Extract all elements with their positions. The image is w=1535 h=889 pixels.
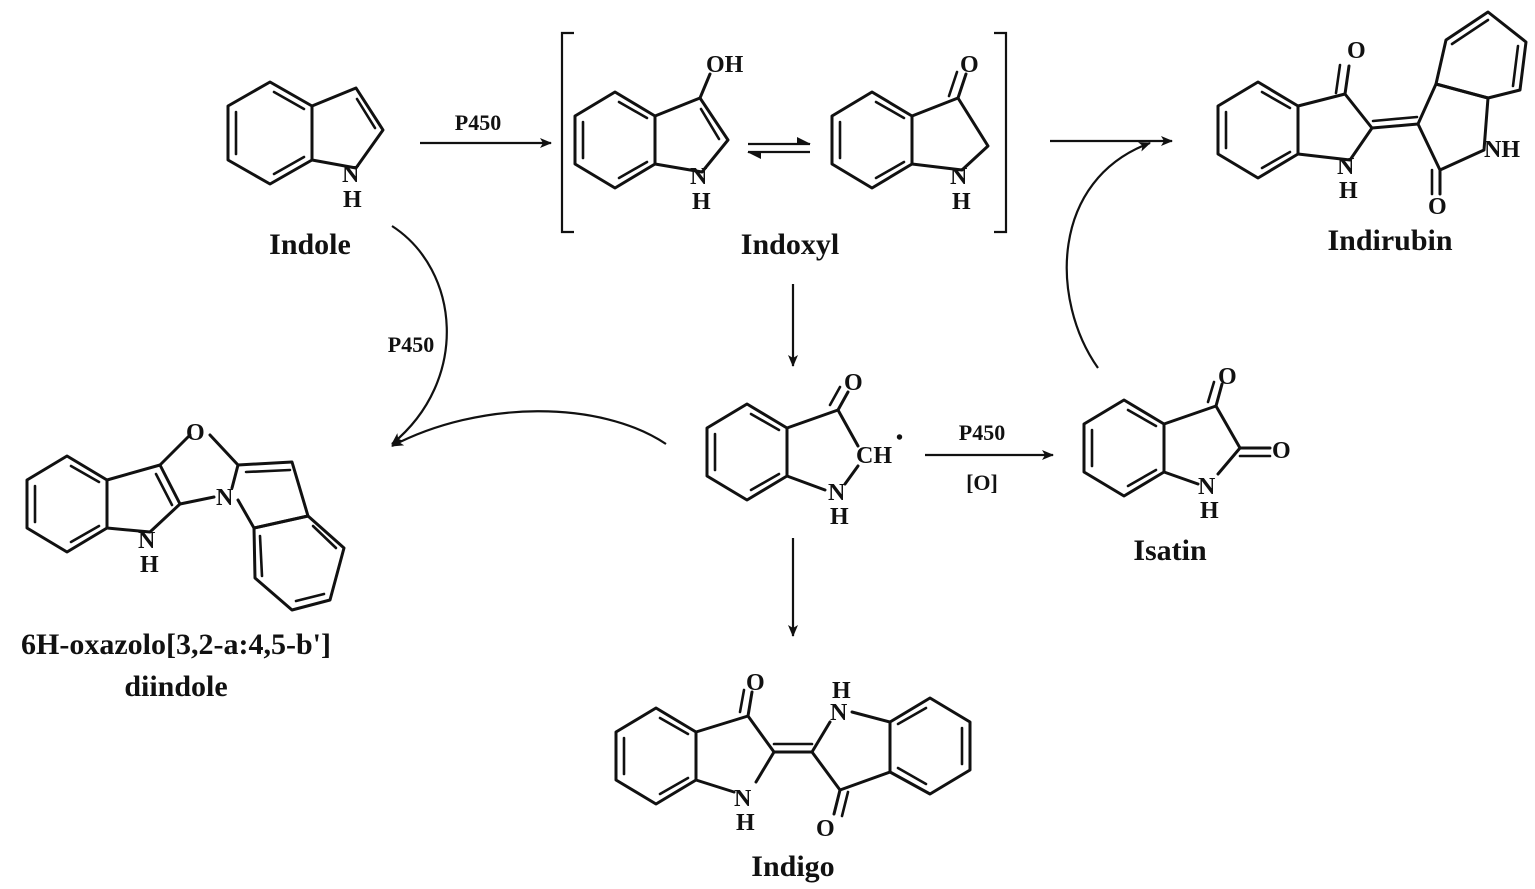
isatin-oxygen-top-label: O <box>1218 364 1237 390</box>
isatin-structure: O O N H <box>1082 364 1291 524</box>
indirubin-oxygen-bottom-label: O <box>1428 194 1447 220</box>
indole-to-oxazolo-condition: P450 <box>388 332 434 357</box>
radical-to-isatin-condition-top: P450 <box>959 420 1005 445</box>
indigo-structure: O N H O N H <box>614 670 972 842</box>
indoxyl-bracket-left <box>560 31 574 234</box>
oxazolo-name-line1: 6H-oxazolo[3,2-a:4,5-b'] <box>21 628 331 661</box>
indole-structure: N H <box>226 80 385 213</box>
indoxyl-hydroxyl-label: OH <box>706 52 744 78</box>
indigo-nitrogen-right-label: N <box>830 700 848 726</box>
oxazolo-diindole-structure: O N N H <box>25 420 346 612</box>
oxazolo-nh-hydrogen-label: H <box>140 552 159 578</box>
indigo-hydrogen-left-label: H <box>736 810 755 836</box>
radical-to-oxazolo-arrow <box>391 410 667 447</box>
indoxyl-keto-structure: O N H <box>830 52 990 215</box>
indirubin-oxygen-top-label: O <box>1347 38 1366 64</box>
isatin-hydrogen-label: H <box>1200 498 1219 524</box>
indoxyl-keto-oxygen-label: O <box>960 52 979 78</box>
indoxyl-enol-structure: OH N H <box>573 52 744 215</box>
radical-nitrogen-label: N <box>828 480 846 506</box>
tautomer-equilibrium-arrows <box>747 137 811 159</box>
indole-to-oxazolo-arrow <box>391 225 448 445</box>
isatin-nitrogen-label: N <box>1198 474 1216 500</box>
radical-hydrogen-label: H <box>830 504 849 530</box>
indirubin-hydrogen-label: H <box>1339 178 1358 204</box>
indoxyl-enol-hydrogen-label: H <box>692 189 711 215</box>
oxazolo-nh-nitrogen-label: N <box>138 528 156 554</box>
radical-oxygen-label: O <box>844 370 863 396</box>
indole-hydrogen-label: H <box>343 187 362 213</box>
radical-ch-label: CH <box>856 443 892 469</box>
indole-nitrogen-label: N <box>342 162 360 188</box>
indoxyl-keto-nitrogen-label: N <box>950 164 968 190</box>
indoxyl-radical-structure: O CH • N H <box>705 370 903 530</box>
indigo-hydrogen-right-label: H <box>832 678 851 704</box>
indirubin-structure: O N H O NH <box>1216 10 1528 220</box>
indoxyl-bracket-right <box>994 31 1008 234</box>
isatin-oxygen-right-label: O <box>1272 438 1291 464</box>
indole-name: Indole <box>269 228 351 261</box>
indirubin-name: Indirubin <box>1327 224 1452 257</box>
radical-to-isatin-condition-bottom: [O] <box>966 470 998 495</box>
isatin-name: Isatin <box>1133 534 1207 567</box>
indigo-name: Indigo <box>751 850 834 883</box>
indoxyl-keto-hydrogen-label: H <box>952 189 971 215</box>
indirubin-nitrogen-label: N <box>1337 154 1355 180</box>
indole-to-indoxyl-condition: P450 <box>455 110 501 135</box>
indigo-oxygen-right-label: O <box>816 816 835 842</box>
indoxyl-name: Indoxyl <box>741 228 839 261</box>
oxazolo-oxygen-label: O <box>186 420 205 446</box>
indoxyl-enol-nitrogen-label: N <box>690 164 708 190</box>
oxazolo-name-line2: diindole <box>124 670 227 703</box>
indigo-nitrogen-left-label: N <box>734 786 752 812</box>
radical-dot: • <box>896 427 903 449</box>
indirubin-right-nh-label: NH <box>1484 137 1520 163</box>
oxazolo-nitrogen-label: N <box>216 485 234 511</box>
isatin-to-indirubin-arrow <box>1065 141 1151 369</box>
indigo-oxygen-left-label: O <box>746 670 765 696</box>
